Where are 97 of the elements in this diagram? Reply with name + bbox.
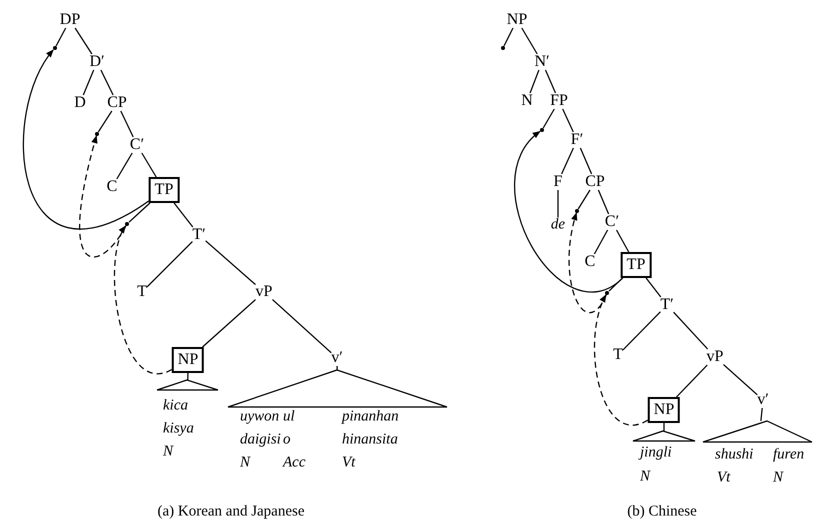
category-label: v′ [757, 392, 769, 408]
category-label: C′ [604, 214, 620, 230]
subfigure-caption: (b) Chinese [627, 504, 697, 520]
gloss-word: shushi [715, 448, 754, 462]
category-label: v′ [331, 350, 343, 366]
tree-branch [503, 28, 514, 46]
tree-branch [646, 278, 662, 298]
tree-branch [336, 366, 338, 370]
branch-end [53, 46, 57, 50]
gloss-word: Acc [283, 456, 306, 470]
movement-arrow [79, 135, 126, 258]
tree-branch [56, 28, 66, 46]
tree-branch [580, 148, 592, 174]
category-label: vP [256, 284, 272, 300]
movement-arrow [22, 49, 149, 229]
category-label: C [106, 179, 118, 195]
tree-branch [561, 148, 574, 174]
movement-arrow [594, 294, 648, 426]
category-label: N [521, 93, 533, 109]
tree-branch [663, 423, 665, 431]
category-label: N′ [534, 54, 550, 70]
category-label: CP [585, 174, 605, 190]
tree-branch [530, 70, 540, 94]
category-label: DP [60, 12, 80, 28]
tree-branch [578, 190, 590, 210]
branch-end [540, 128, 544, 132]
movement-arrow [568, 212, 607, 314]
boxed-category-label: NP [648, 397, 680, 423]
category-label: C [584, 254, 596, 270]
tree-branch [128, 202, 150, 223]
gloss-word: o [283, 432, 290, 448]
gloss-word: daigisi [240, 432, 281, 448]
gloss-word: uywon [240, 410, 280, 424]
tree-branch [521, 28, 538, 54]
movement-arrow [514, 130, 624, 292]
tree-branch [598, 190, 610, 214]
gloss-word: Vt [717, 470, 730, 486]
category-label: F′ [570, 132, 584, 148]
word-label: de [550, 218, 566, 232]
branch-end [95, 132, 99, 136]
gloss-word: kica [163, 398, 188, 414]
tree-branch [98, 110, 112, 132]
gloss-word: N [773, 470, 784, 486]
tree-branch [616, 230, 630, 252]
tree-branch [74, 28, 92, 54]
tree-branch [205, 240, 256, 286]
tree-branch [676, 364, 708, 398]
category-label: NP [506, 12, 528, 28]
tree-branch [557, 190, 559, 218]
category-label: CP [107, 95, 127, 111]
tree-branch [594, 230, 608, 254]
branch-end [575, 209, 579, 213]
gloss-word: hinansita [342, 432, 398, 448]
branch-end [605, 291, 609, 295]
branch-end [125, 222, 129, 226]
tree-branch [760, 408, 763, 422]
category-label: D [74, 95, 86, 111]
category-label: T′ [192, 227, 206, 243]
tree-branch [82, 70, 94, 96]
category-label: T [137, 284, 147, 300]
subfigure-caption: (a) Korean and Japanese [158, 504, 304, 520]
category-label: T [613, 347, 623, 363]
gloss-word: furen [773, 448, 804, 462]
category-label: C′ [130, 137, 144, 153]
category-label: T′ [660, 297, 674, 313]
category-label: vP [706, 349, 724, 365]
tree-branch [622, 311, 661, 350]
tree-branch [723, 364, 758, 396]
gloss-word: N [163, 444, 174, 460]
tree-branch [100, 70, 114, 96]
gloss-word: N [640, 470, 650, 484]
gloss-word: ul [283, 410, 295, 424]
category-label: D′ [89, 54, 105, 70]
tree-branch [202, 299, 256, 348]
boxed-category-label: TP [148, 177, 180, 203]
tree-branch [272, 299, 332, 354]
category-label: F [554, 174, 562, 190]
movement-arrow [114, 225, 172, 374]
gloss-word: kisya [163, 422, 194, 436]
boxed-category-label: TP [620, 252, 652, 278]
tree-branch [673, 312, 708, 350]
tree-branch [120, 110, 134, 138]
tree-branch [187, 373, 188, 380]
tree-branch [544, 70, 556, 94]
gloss-word: jingli [640, 446, 672, 460]
tree-branch [116, 152, 133, 180]
branch-end [501, 46, 505, 50]
gloss-word: Vt [342, 456, 356, 470]
category-label: FP [550, 93, 568, 109]
boxed-category-label: NP [172, 347, 204, 373]
tree-branch [174, 202, 194, 228]
tree-branch [542, 108, 555, 128]
gloss-word: pinanhan [342, 410, 399, 424]
tree-branch [146, 241, 193, 288]
gloss-word: N [240, 456, 250, 470]
tree-branch [562, 108, 574, 132]
tree-branch [141, 152, 157, 178]
